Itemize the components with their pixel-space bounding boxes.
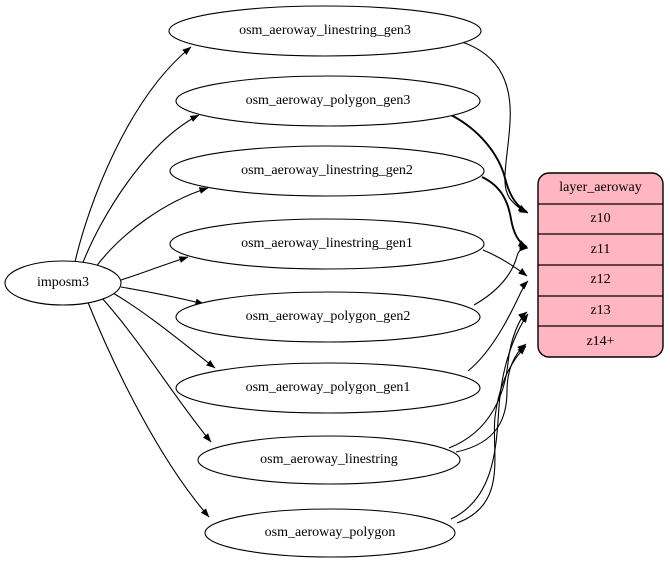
- nodes: [4, 5, 664, 558]
- edges-to-layer: [448, 41, 529, 524]
- node-imposm3: [4, 260, 122, 306]
- node-osm-aeroway-polygon: [204, 508, 456, 558]
- edges-from-source: [74, 46, 216, 518]
- edge-imposm3-to-osm-aeroway-polygon-gen2: [120, 286, 205, 306]
- edge-osm-aeroway-linestring-gen1-to-z12: [482, 249, 528, 277]
- edge-imposm3-to-osm-aeroway-linestring: [100, 296, 212, 443]
- edge-osm-aeroway-polygon-gen1-to-z12: [467, 280, 529, 372]
- edge-osm-aeroway-polygon-gen3-to-z10: [450, 114, 528, 213]
- edge-imposm3-to-osm-aeroway-linestring-gen2: [94, 187, 209, 269]
- edge-osm-aeroway-linestring-to-z13: [448, 311, 528, 449]
- edge-imposm3-to-osm-aeroway-linestring-gen3: [74, 46, 192, 263]
- edge-imposm3-to-osm-aeroway-polygon-gen3: [81, 114, 200, 266]
- edge-osm-aeroway-polygon-gen2-to-z11: [473, 244, 529, 306]
- edge-osm-aeroway-linestring-to-z14: [455, 343, 527, 453]
- node-osm-aeroway-linestring-gen2: [169, 145, 485, 197]
- edge-osm-aeroway-polygon-to-z14: [456, 345, 527, 524]
- node-osm-aeroway-linestring-gen3: [168, 5, 482, 57]
- edge-imposm3-to-osm-aeroway-polygon-gen1: [112, 292, 216, 369]
- edge-imposm3-to-osm-aeroway-linestring-gen1: [120, 256, 189, 281]
- node-osm-aeroway-polygon-gen3: [175, 75, 481, 127]
- node-osm-aeroway-polygon-gen1: [175, 362, 481, 414]
- edge-imposm3-to-osm-aeroway-polygon: [86, 299, 210, 518]
- edge-osm-aeroway-linestring-gen3-to-z10: [461, 41, 529, 214]
- edge-osm-aeroway-linestring-gen2-to-z11: [481, 176, 528, 248]
- node-osm-aeroway-polygon-gen2: [175, 291, 481, 343]
- node-osm-aeroway-linestring-gen1: [169, 218, 485, 270]
- node-osm-aeroway-linestring: [197, 435, 461, 485]
- edge-osm-aeroway-polygon-to-z13: [450, 313, 529, 520]
